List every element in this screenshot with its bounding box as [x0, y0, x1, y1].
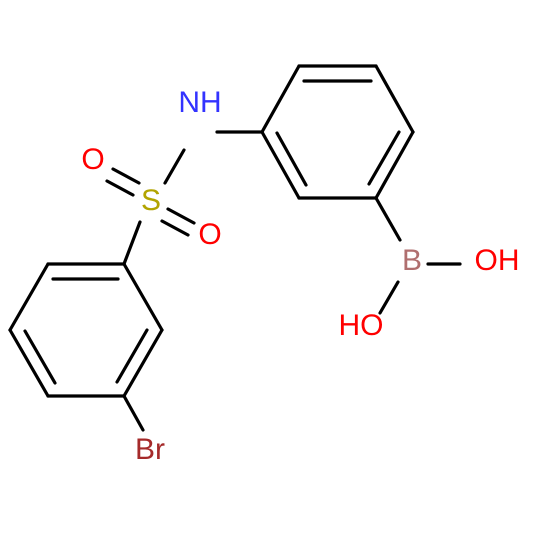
bond [122, 394, 145, 432]
bond [8, 328, 50, 398]
atom-labels: NH S O O Br B OH HO [81, 86, 519, 466]
atom-label-ho: HO [339, 309, 384, 342]
atom-label-nh: NH [178, 86, 221, 119]
atom-label-o-lower: O [198, 218, 221, 251]
bond [8, 262, 50, 332]
bond [122, 328, 164, 398]
bond-double-inner [23, 329, 57, 385]
bond [163, 148, 186, 185]
bonds-right-ring [260, 64, 415, 200]
bond [378, 280, 400, 315]
atom-label-oh: OH [475, 244, 520, 277]
bonds-left-ring [8, 262, 164, 398]
bond-double [160, 219, 190, 237]
bond-double-inner [275, 131, 308, 187]
atom-label-b: B [402, 244, 422, 277]
atom-label-s: S [141, 184, 161, 217]
bond [374, 64, 415, 134]
bond [374, 130, 415, 200]
bond [260, 64, 301, 134]
bond-double-inner [115, 328, 149, 384]
bond-double [166, 207, 196, 225]
bond-double [105, 179, 135, 197]
bond [122, 220, 142, 266]
bond [260, 130, 301, 200]
atom-label-o-upper: O [81, 143, 104, 176]
atom-label-br: Br [135, 433, 165, 466]
bond [374, 196, 402, 242]
bonds-connectors [105, 130, 462, 432]
bond-double-inner [367, 130, 401, 186]
bond-double [111, 167, 141, 185]
bond [122, 262, 164, 332]
